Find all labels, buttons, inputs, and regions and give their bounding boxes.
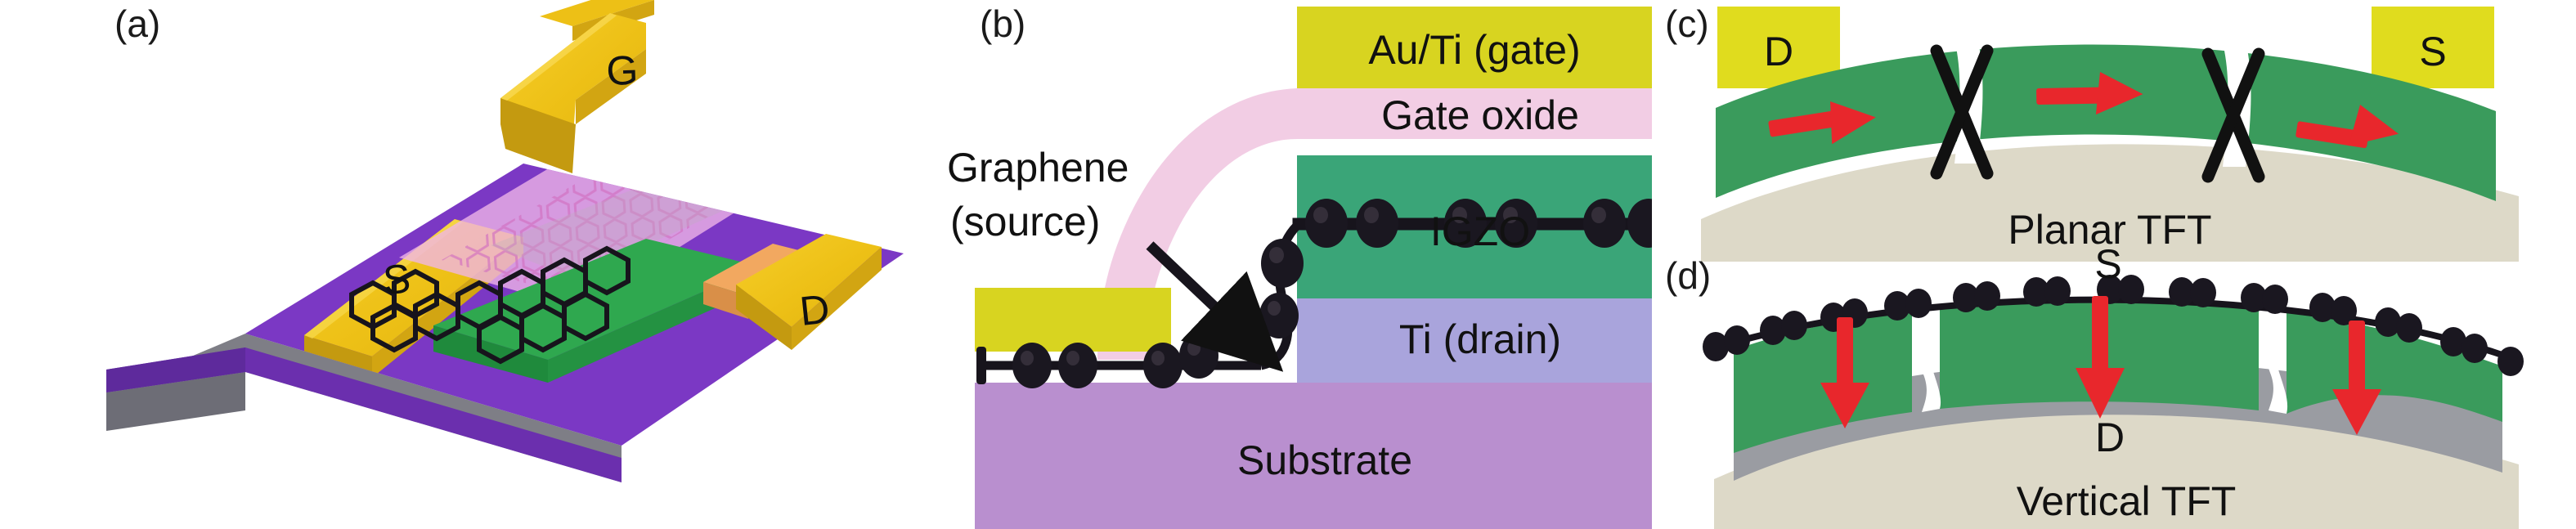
gate-oxide-layer-b xyxy=(1297,88,1652,139)
substrate-c xyxy=(1701,144,2519,262)
au-ti-gate-b xyxy=(1297,7,1652,88)
current-arrow-3-c xyxy=(2296,105,2399,149)
panel-b-diagram: Au/Ti (gate) Gate oxide IGZO Ti (drain) … xyxy=(947,7,1652,529)
substrate-layer-b xyxy=(975,383,1652,529)
drain-label-c: D xyxy=(1764,29,1793,74)
substrate-label-b: Substrate xyxy=(1237,437,1412,483)
current-arrow-1-c xyxy=(1768,101,1876,145)
crack-gaps-d xyxy=(1912,307,2288,414)
graphene-ribbon-a xyxy=(349,245,631,365)
panel-d-caption: Vertical TFT xyxy=(2017,478,2237,524)
current-arrow-2-c xyxy=(2036,72,2143,115)
panel-c-label: (c) xyxy=(1665,2,1709,45)
current-arrow-1-d xyxy=(1820,317,1869,428)
drain-electrode-a xyxy=(736,234,882,350)
igzo-label-b: IGZO xyxy=(1430,208,1530,254)
gate-oxide-label-b: Gate oxide xyxy=(1381,92,1579,138)
substrate-d xyxy=(1714,410,2519,529)
panel-b-label: (b) xyxy=(980,2,1026,45)
crack-x-markers-c xyxy=(1930,44,2265,183)
panel-a-diagram: G S D xyxy=(106,0,904,482)
current-arrow-3-d xyxy=(2332,321,2381,435)
panel-c: (c) xyxy=(1652,0,2576,262)
source-label-c: S xyxy=(2419,29,2446,74)
ti-drain-layer-b xyxy=(1297,298,1652,383)
gate-label-a: G xyxy=(605,47,639,94)
source-pad-b xyxy=(975,288,1171,352)
current-arrows-c xyxy=(1768,72,2399,149)
source-label-a: S xyxy=(381,255,412,303)
drain-label-d: D xyxy=(2095,415,2125,460)
panel-c-caption: Planar TFT xyxy=(2008,207,2211,253)
source-label-d: S xyxy=(2094,241,2121,287)
graphene-annotation-arrow-b xyxy=(1146,241,1284,372)
ti-drain-label-b: Ti (drain) xyxy=(1399,316,1561,362)
gate-electrode-a xyxy=(500,0,654,173)
panel-b: (b) xyxy=(940,0,1652,529)
source-pad-c xyxy=(2372,7,2494,88)
current-arrow-2-d xyxy=(2076,296,2125,419)
substrate-side-left-a xyxy=(106,347,245,392)
current-arrows-d xyxy=(1820,296,2381,435)
igzo-band-c xyxy=(1716,44,2496,202)
panel-a-label: (a) xyxy=(114,2,161,45)
panel-a: (a) xyxy=(0,0,940,529)
graphene-annotation-line2-b: (source) xyxy=(950,199,1100,244)
panel-c-diagram: D S Planar TFT xyxy=(1701,7,2519,262)
panel-d-diagram: S D Vertical TFT xyxy=(1703,241,2524,529)
au-ti-gate-label-b: Au/Ti (gate) xyxy=(1368,27,1580,73)
graphene-chain-d xyxy=(1703,275,2524,376)
drain-label-a: D xyxy=(797,285,832,334)
panel-d: (d) xyxy=(1652,241,2576,529)
panel-d-label: (d) xyxy=(1665,254,1712,297)
graphene-annotation-line1-b: Graphene xyxy=(947,145,1129,191)
